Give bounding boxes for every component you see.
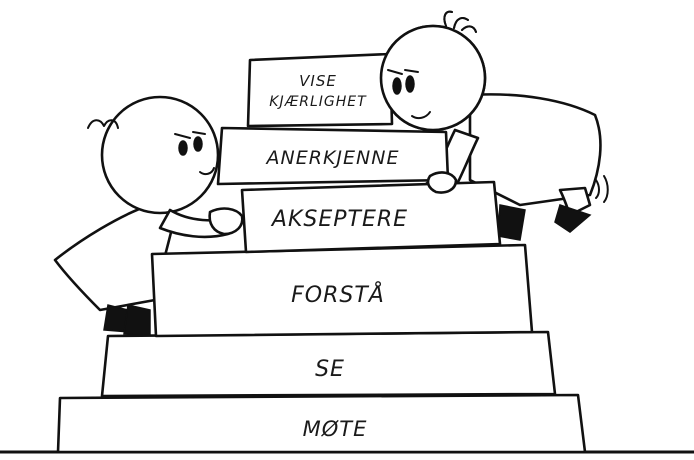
left-figure-hand	[208, 207, 244, 236]
step-se: SE	[100, 330, 557, 398]
step-akseptere: AKSEPTERE	[240, 180, 502, 254]
right-figure-hand	[426, 171, 458, 194]
step-forsta: FORSTÅ	[150, 243, 534, 338]
step-label-vise: VISE	[299, 72, 337, 90]
step-label-anerkjenne: ANERKJENNE	[265, 147, 400, 169]
step-label-forsta: FORSTÅ	[291, 281, 385, 308]
step-vise-kjaerlighet: VISE KJÆRLIGHET	[246, 52, 394, 128]
step-label-kjaerlighet: KJÆRLIGHET	[269, 94, 367, 110]
step-label-se: SE	[315, 357, 345, 382]
step-label-akseptere: AKSEPTERE	[270, 207, 408, 232]
step-label-mote: MØTE	[303, 417, 368, 441]
step-anerkjenne: ANERKJENNE	[216, 126, 450, 186]
step-mote: MØTE	[56, 393, 587, 454]
right-figure-head-front	[379, 10, 487, 132]
